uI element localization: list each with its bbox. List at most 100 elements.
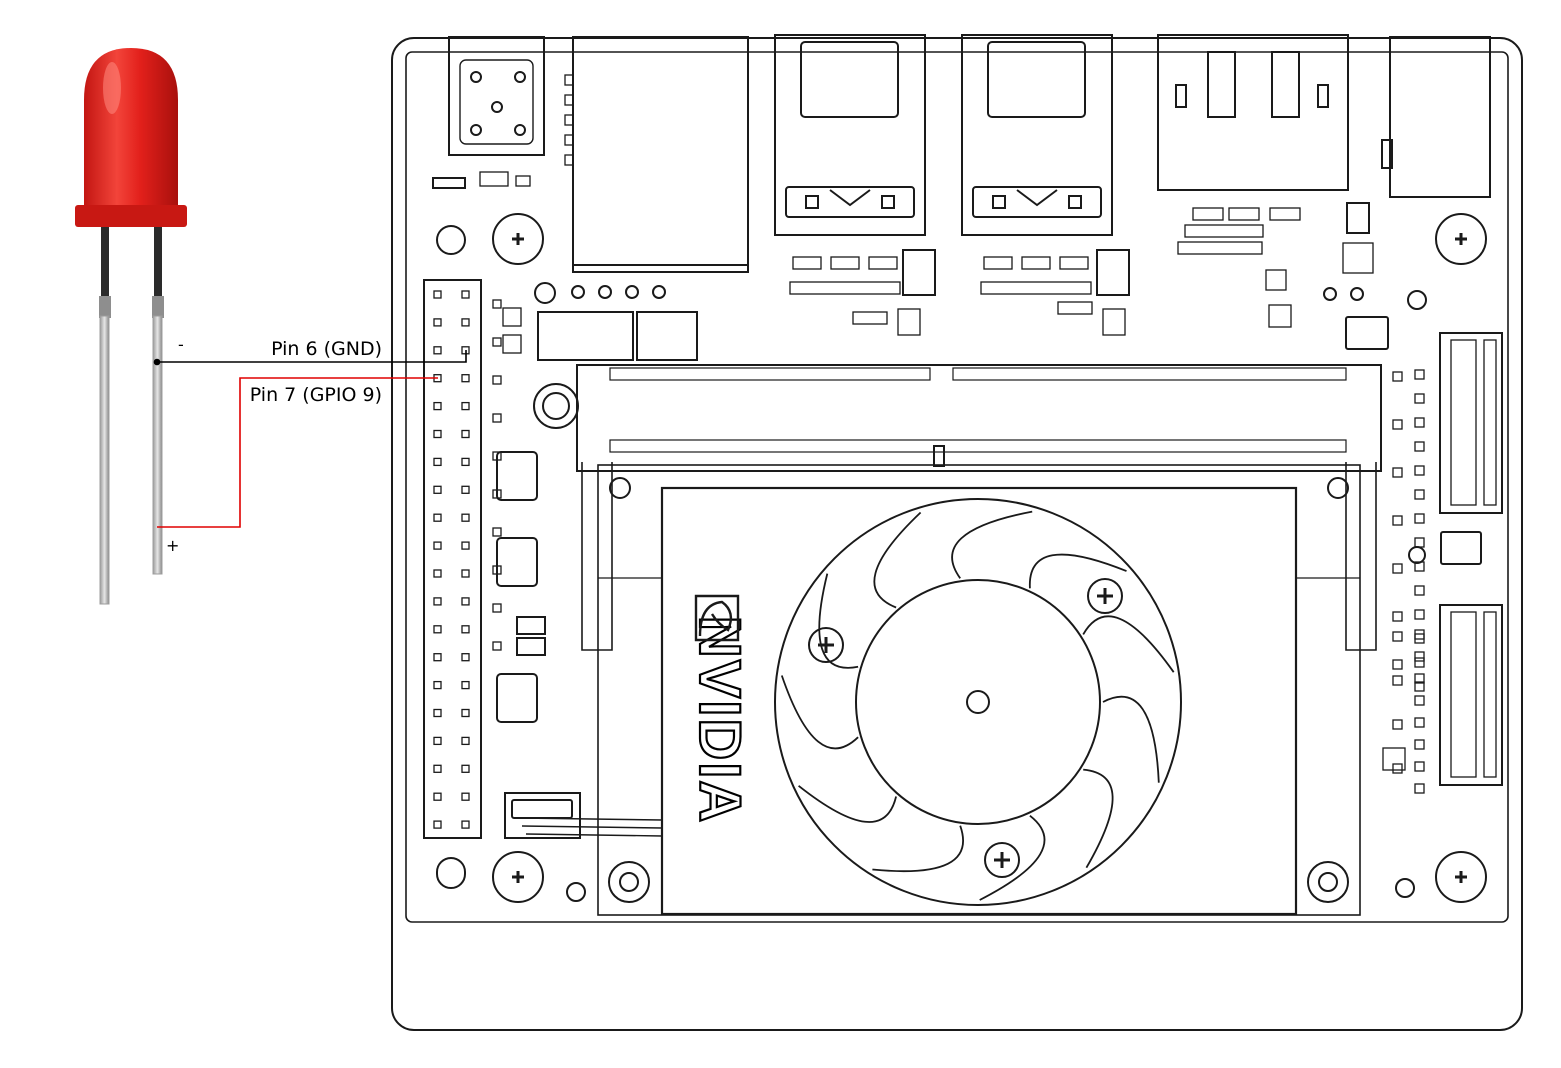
header-pin	[461, 764, 470, 773]
smd-part	[492, 375, 502, 385]
header-pin	[461, 597, 470, 606]
camera-connector-1	[1439, 332, 1503, 514]
smd-part	[1414, 629, 1425, 640]
header-pin	[461, 374, 470, 383]
header-pin	[433, 653, 442, 662]
fan-blade	[979, 814, 1046, 901]
header-pin	[433, 513, 442, 522]
header-pin	[461, 541, 470, 550]
nvidia-logo: NVIDIA	[686, 615, 753, 826]
pin-gnd-label: Pin 6 (GND)	[271, 338, 382, 360]
smd-part	[564, 114, 574, 126]
fan-blade	[951, 510, 1033, 579]
camera-connector-2	[1439, 604, 1503, 786]
smd-part	[1392, 371, 1403, 382]
smd-part	[1414, 489, 1425, 500]
fan-blade	[873, 511, 922, 609]
smd-part	[1414, 393, 1425, 404]
header-pin	[461, 625, 470, 634]
smd-part	[1414, 695, 1425, 706]
smd-part	[1414, 585, 1425, 596]
smd-part	[1414, 537, 1425, 548]
smd-part	[1414, 673, 1425, 684]
smd-part	[492, 489, 502, 499]
usb-port-1	[774, 34, 926, 236]
smd-part	[1392, 659, 1403, 670]
smd-part	[1414, 513, 1425, 524]
led-rim	[75, 205, 187, 227]
pin-gpio-label: Pin 7 (GPIO 9)	[250, 384, 382, 406]
smd-part	[564, 94, 574, 106]
header-pin	[461, 708, 470, 718]
header-pin	[461, 792, 470, 801]
mounting-hole	[492, 213, 544, 265]
gnd-wire	[153, 350, 467, 366]
smd-part	[564, 134, 574, 146]
header-pin	[461, 457, 470, 467]
smd-part	[1392, 563, 1403, 574]
module-slot	[576, 364, 1382, 651]
header-pin	[461, 318, 470, 327]
header-pin	[461, 513, 470, 522]
jetson-board	[391, 34, 1523, 1031]
smd-part	[1414, 441, 1425, 452]
smd-part	[492, 603, 502, 613]
header-pin	[433, 569, 442, 578]
mounting-hole	[1307, 861, 1349, 903]
fan-blade	[1102, 695, 1160, 783]
smd-part	[1414, 739, 1425, 750]
smd-part	[1414, 717, 1425, 728]
fan-blade	[798, 785, 897, 823]
smd-part	[492, 451, 502, 461]
mounting-hole	[492, 851, 544, 903]
header-pin	[433, 290, 442, 299]
header-pin	[461, 290, 470, 299]
led-anode-leg	[152, 225, 164, 575]
nvidia-eye-icon	[694, 594, 740, 642]
header-pin	[433, 820, 442, 829]
header-pin	[461, 820, 470, 829]
led-cathode-leg	[99, 225, 111, 605]
smd-part	[564, 74, 574, 86]
mounting-hole	[1435, 213, 1487, 265]
header-pin	[433, 792, 442, 801]
usb-c-port	[448, 36, 545, 156]
header-pin	[433, 625, 442, 634]
smd-part	[1392, 467, 1403, 478]
smd-part	[492, 565, 502, 575]
fan-blade	[1082, 615, 1175, 673]
smd-part	[1414, 369, 1425, 380]
smd-part	[1392, 515, 1403, 526]
gpio-header	[423, 279, 482, 839]
header-pin	[433, 457, 442, 467]
fan-connector	[504, 792, 663, 839]
anode-plus-label: +	[166, 536, 179, 555]
smd-part	[1414, 681, 1425, 692]
header-pin	[461, 680, 470, 690]
header-pin	[433, 318, 442, 327]
dc-power-jack	[1381, 36, 1491, 198]
red-led	[75, 48, 187, 605]
header-pin	[433, 541, 442, 550]
header-pin	[433, 736, 442, 746]
header-pin	[461, 736, 470, 746]
smd-part	[1392, 611, 1403, 622]
cooling-fan	[774, 498, 1182, 906]
header-pin	[433, 401, 442, 411]
smd-part	[1414, 651, 1425, 662]
smd-part	[1414, 783, 1425, 794]
fan-screw	[1087, 578, 1123, 614]
header-pin	[461, 569, 470, 578]
smd-part	[492, 527, 502, 537]
fan-blade	[872, 825, 964, 873]
ethernet-port	[572, 36, 749, 273]
brand-text: NVIDIA	[687, 616, 752, 825]
header-pin	[461, 429, 470, 439]
smd-part	[492, 641, 502, 651]
fan-blade	[1028, 553, 1127, 589]
header-pin	[433, 346, 442, 355]
header-pin	[461, 485, 470, 494]
smd-part	[1392, 675, 1403, 686]
smd-part	[1392, 419, 1403, 430]
fan-blade	[1083, 768, 1114, 869]
